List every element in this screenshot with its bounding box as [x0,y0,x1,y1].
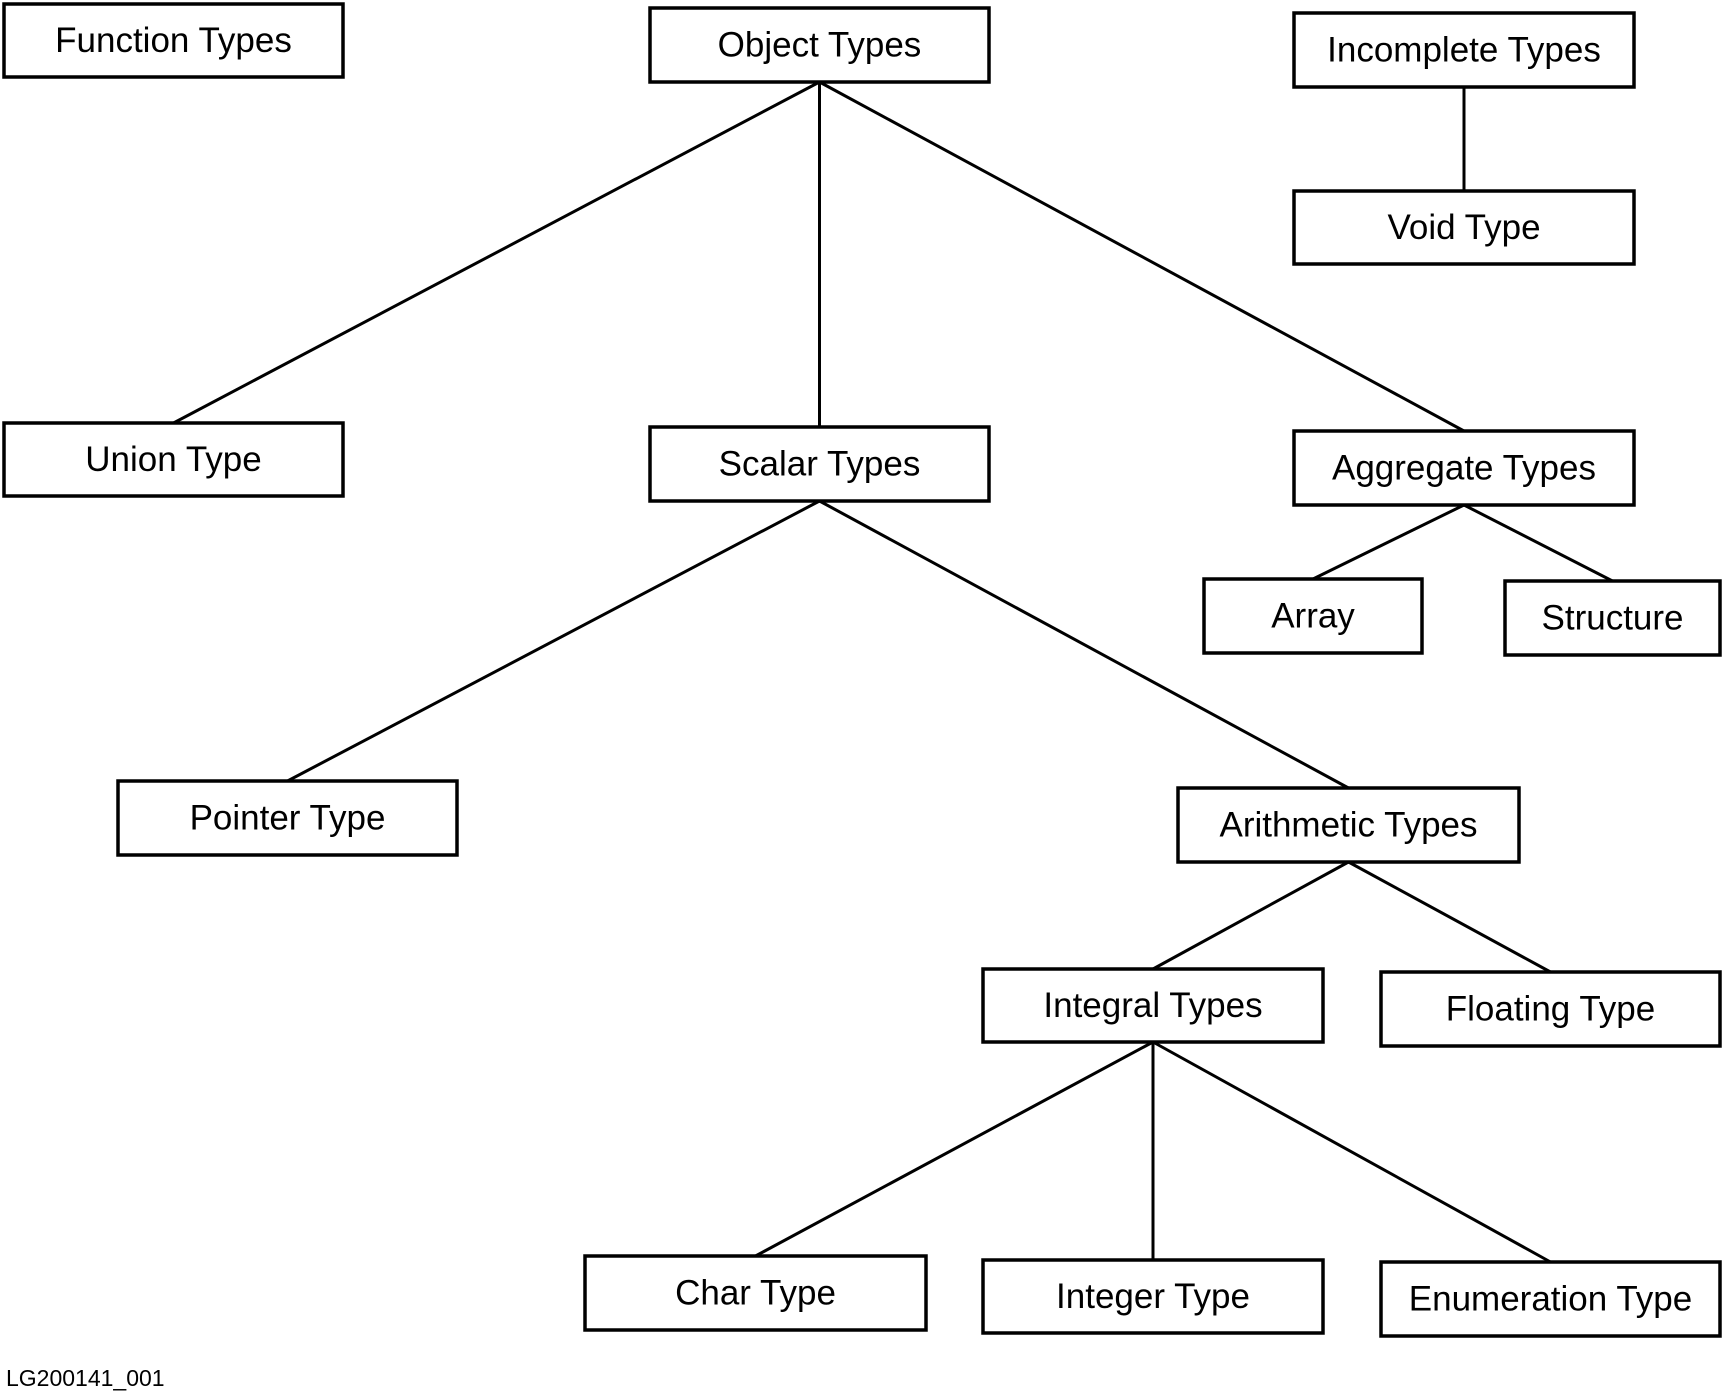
node-array: Array [1202,577,1424,655]
node-box-arithmetic-types [1176,786,1521,864]
node-void-type: Void Type [1292,189,1636,266]
edges-layer [172,80,1614,1264]
node-char-type: Char Type [583,1254,928,1332]
node-box-aggregate-types [1292,429,1636,507]
node-integer-type: Integer Type [981,1258,1325,1335]
node-box-object-types [648,6,991,84]
node-label-incomplete-types: Incomplete Types [1327,31,1601,70]
node-label-pointer-type: Pointer Type [190,799,386,838]
node-scalar-types: Scalar Types [648,425,991,503]
node-label-array: Array [1271,597,1355,636]
node-box-pointer-type [116,779,459,857]
node-label-scalar-types: Scalar Types [719,445,921,484]
edge-object-types-to-aggregate-types [818,80,1465,433]
node-incomplete-types: Incomplete Types [1292,11,1636,89]
node-box-floating-type [1379,970,1722,1048]
node-box-structure [1503,579,1722,657]
node-label-function-types: Function Types [55,21,292,60]
node-box-void-type [1292,189,1636,266]
node-object-types: Object Types [648,6,991,84]
node-enumeration-type: Enumeration Type [1379,1260,1722,1338]
node-label-integer-type: Integer Type [1056,1277,1250,1316]
figure-id: LG200141_001 [6,1365,165,1391]
node-label-object-types: Object Types [718,26,922,65]
edge-aggregate-types-to-array [1312,503,1465,581]
node-label-enumeration-type: Enumeration Type [1409,1280,1692,1319]
edge-integral-types-to-char-type [754,1040,1154,1258]
node-structure: Structure [1503,579,1722,657]
node-box-array [1202,577,1424,655]
node-label-structure: Structure [1542,599,1684,638]
node-box-integer-type [981,1258,1325,1335]
node-pointer-type: Pointer Type [116,779,459,857]
nodes-layer: Function Types Object Types Incomplete Typ… [2,2,1722,1338]
node-label-floating-type: Floating Type [1446,990,1656,1029]
node-box-scalar-types [648,425,991,503]
node-box-union-type [2,421,345,498]
edge-arithmetic-types-to-floating-type [1347,860,1552,974]
node-label-void-type: Void Type [1387,208,1540,247]
edge-aggregate-types-to-structure [1463,503,1614,583]
node-label-char-type: Char Type [675,1274,836,1313]
edge-arithmetic-types-to-integral-types [1152,860,1350,971]
node-box-char-type [583,1254,928,1332]
node-arithmetic-types: Arithmetic Types [1176,786,1521,864]
node-label-integral-types: Integral Types [1043,986,1262,1025]
edge-scalar-types-to-arithmetic-types [818,499,1350,790]
edge-integral-types-to-enumeration-type [1152,1040,1552,1264]
node-label-union-type: Union Type [85,440,261,479]
node-label-aggregate-types: Aggregate Types [1332,449,1596,488]
node-box-integral-types [981,967,1325,1044]
node-function-types: Function Types [2,2,345,79]
node-union-type: Union Type [2,421,345,498]
node-label-arithmetic-types: Arithmetic Types [1219,806,1477,845]
edge-object-types-to-union-type [172,80,821,425]
node-box-function-types [2,2,345,79]
node-box-enumeration-type [1379,1260,1722,1338]
node-aggregate-types: Aggregate Types [1292,429,1636,507]
edge-scalar-types-to-pointer-type [286,499,821,783]
node-integral-types: Integral Types [981,967,1325,1044]
node-floating-type: Floating Type [1379,970,1722,1048]
node-box-incomplete-types [1292,11,1636,89]
